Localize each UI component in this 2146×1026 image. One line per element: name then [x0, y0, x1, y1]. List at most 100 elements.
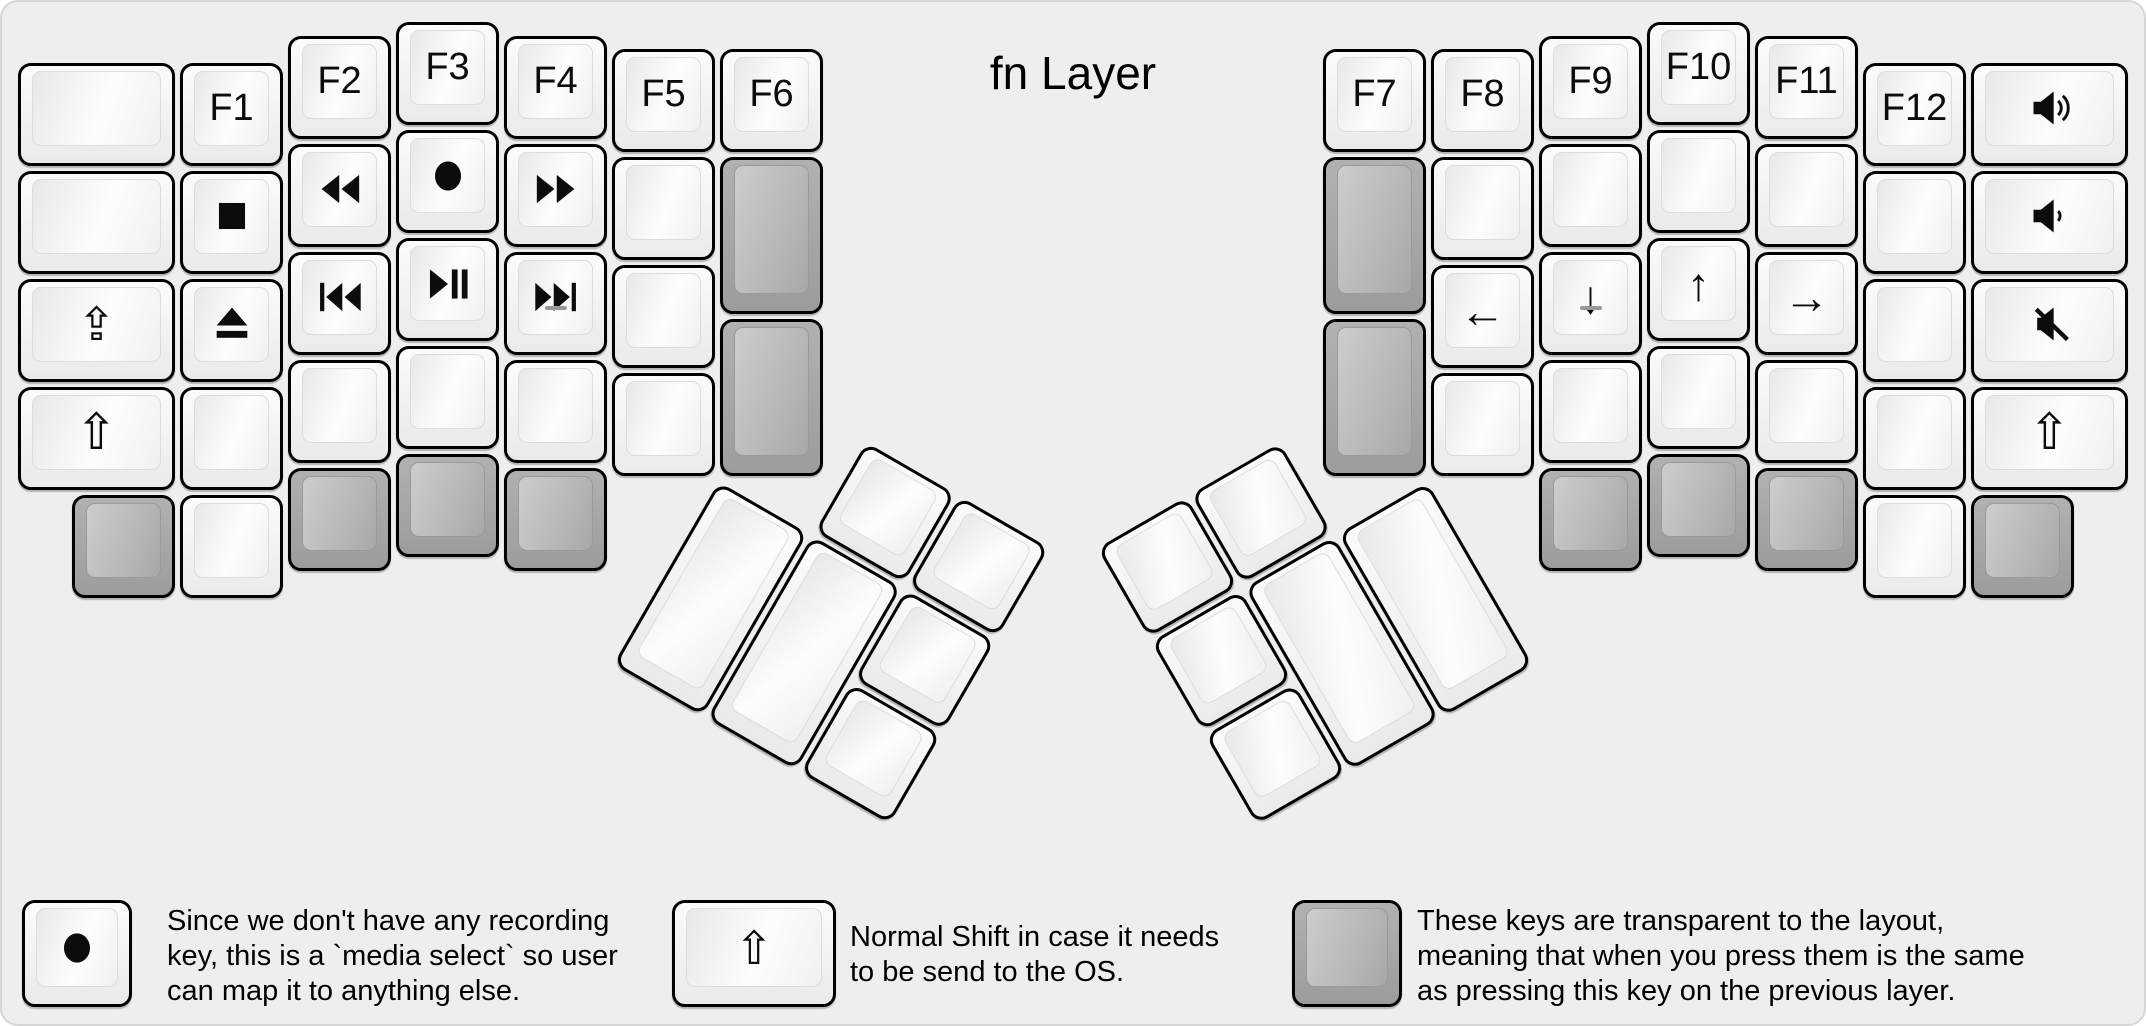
keycap: F10	[1661, 30, 1736, 105]
legend-record-key	[22, 900, 132, 1007]
key-f6[interactable]: F6	[720, 49, 823, 152]
key-transparent[interactable]	[396, 454, 499, 557]
key-f7[interactable]: F7	[1323, 49, 1426, 152]
key-next-track[interactable]	[504, 251, 607, 355]
key-transparent[interactable]	[72, 494, 175, 598]
key-blank[interactable]	[1647, 346, 1750, 449]
key-f12[interactable]: F12	[1863, 62, 1966, 166]
key-f9[interactable]: F9	[1539, 35, 1642, 139]
legend-text-media-select: Since we don't have any recording key, t…	[167, 905, 618, 1007]
key-f5[interactable]: F5	[612, 49, 715, 152]
key-blank[interactable]	[1755, 359, 1858, 463]
key-play-pause[interactable]	[396, 238, 499, 341]
key-prev-track[interactable]	[288, 251, 391, 355]
key-transparent[interactable]	[1539, 467, 1642, 571]
key-transparent[interactable]	[504, 467, 607, 571]
key-eject[interactable]	[180, 278, 283, 382]
key-f11[interactable]: F11	[1755, 35, 1858, 139]
keycap	[36, 908, 118, 987]
key-label: F2	[317, 59, 362, 102]
keycap	[734, 327, 809, 456]
key-f10[interactable]: F10	[1647, 22, 1750, 125]
key-blank[interactable]	[1863, 278, 1966, 382]
prev-track-icon	[317, 274, 363, 320]
keycap	[1769, 151, 1844, 227]
key-transparent[interactable]	[1323, 157, 1426, 314]
key-volume-up[interactable]	[1971, 62, 2128, 166]
keycap	[32, 178, 161, 254]
key-f8[interactable]: F8	[1431, 49, 1534, 152]
key-blank[interactable]	[1431, 157, 1534, 260]
key-fast-forward[interactable]	[504, 143, 607, 247]
keycap	[302, 475, 377, 551]
key-transparent[interactable]	[1323, 319, 1426, 476]
key-shift[interactable]: ⇧	[1971, 386, 2128, 490]
keycap	[518, 259, 593, 335]
key-f2[interactable]: F2	[288, 35, 391, 139]
key-blank[interactable]	[612, 265, 715, 368]
key-label: F3	[425, 46, 470, 88]
key-transparent[interactable]	[1647, 454, 1750, 557]
key-blank[interactable]	[396, 346, 499, 449]
key-arrow-up[interactable]: ↑	[1647, 238, 1750, 341]
keycap	[1661, 138, 1736, 213]
key-arrow-right[interactable]: →	[1755, 251, 1858, 355]
key-blank[interactable]	[612, 157, 715, 260]
keycap	[1553, 367, 1628, 443]
key-blank[interactable]	[1431, 373, 1534, 476]
shift-glyph: ⇧	[75, 404, 118, 460]
key-arrow-left[interactable]: ←	[1431, 265, 1534, 368]
key-blank[interactable]	[18, 170, 175, 274]
key-shift[interactable]: ⇧	[18, 386, 175, 490]
key-blank[interactable]	[1539, 143, 1642, 247]
key-blank[interactable]	[1863, 386, 1966, 490]
key-blank[interactable]	[180, 386, 283, 490]
key-blank[interactable]	[1539, 359, 1642, 463]
keycap: ↑	[1661, 246, 1736, 321]
key-f4[interactable]: F4	[504, 35, 607, 139]
key-f1[interactable]: F1	[180, 62, 283, 166]
key-blank[interactable]	[504, 359, 607, 463]
keycap	[1113, 510, 1216, 614]
record-icon	[54, 925, 100, 971]
key-transparent[interactable]	[1971, 494, 2074, 598]
key-shift-lock[interactable]: ⇪	[18, 278, 175, 382]
keycap: F8	[1445, 57, 1520, 132]
keycap: F1	[194, 70, 269, 146]
keycap: ⇧	[686, 908, 822, 987]
key-blank[interactable]	[18, 62, 175, 166]
legend-text-transparent: These keys are transparent to the layout…	[1417, 905, 2025, 1007]
keycap: ↓	[1553, 259, 1628, 335]
key-blank[interactable]	[612, 373, 715, 476]
key-volume-down[interactable]	[1971, 170, 2128, 274]
key-label: F5	[641, 73, 686, 115]
key-rewind[interactable]	[288, 143, 391, 247]
key-label: F4	[533, 59, 578, 102]
key-blank[interactable]	[1863, 170, 1966, 274]
key-stop[interactable]	[180, 170, 283, 274]
keycap: F4	[518, 43, 593, 119]
keycap	[1985, 178, 2114, 254]
key-arrow-down[interactable]: ↓	[1539, 251, 1642, 355]
legend-shift-key-glyph: ⇧	[734, 921, 774, 974]
key-blank[interactable]	[1755, 143, 1858, 247]
key-blank[interactable]	[288, 359, 391, 463]
layer-title: fn Layer	[989, 47, 1157, 99]
key-transparent[interactable]	[1755, 467, 1858, 571]
play-pause-icon	[425, 261, 471, 307]
volume-down-icon	[2028, 194, 2072, 238]
key-transparent[interactable]	[720, 319, 823, 476]
keycap	[1769, 367, 1844, 443]
keycap	[876, 603, 979, 707]
key-blank[interactable]	[180, 494, 283, 598]
key-transparent[interactable]	[720, 157, 823, 314]
keycap	[930, 510, 1033, 613]
key-f3[interactable]: F3	[396, 22, 499, 125]
key-blank[interactable]	[1863, 494, 1966, 598]
keycap	[1445, 165, 1520, 240]
key-volume-mute[interactable]	[1971, 278, 2128, 382]
key-record[interactable]	[396, 130, 499, 233]
key-transparent[interactable]	[288, 467, 391, 571]
key-blank[interactable]	[1647, 130, 1750, 233]
key-label: F6	[749, 73, 794, 115]
